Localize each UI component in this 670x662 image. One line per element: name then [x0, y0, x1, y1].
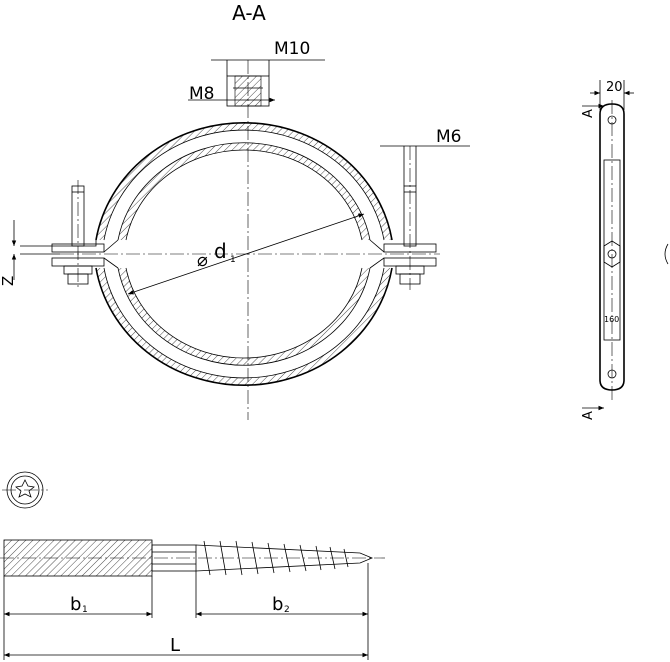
screw-shank — [151, 544, 197, 572]
m6-callout: M6 — [380, 127, 470, 186]
clamp-section-view: A-A — [0, 1, 470, 420]
right-bolt — [395, 146, 425, 290]
thread-m6-label: M6 — [436, 127, 461, 147]
torx-drive-icon — [2, 471, 48, 509]
stamp-marking: 160 — [604, 315, 619, 324]
hex-nut — [603, 240, 621, 268]
width-dimension: 20 — [590, 80, 634, 110]
m10-callout: M10 — [211, 39, 325, 76]
diameter-symbol: ⌀ — [197, 250, 208, 271]
length-label: L — [170, 635, 180, 656]
section-title: A-A — [232, 1, 266, 25]
length-dimension: L — [4, 635, 368, 658]
band-outline — [599, 103, 625, 391]
cut-marker-top: A — [581, 109, 596, 118]
thread-m10-label: M10 — [274, 39, 310, 59]
top-threaded-nut — [226, 60, 270, 420]
b2-label: b — [272, 594, 283, 615]
b1-label: b — [70, 594, 81, 615]
clamp-upper-band — [95, 121, 393, 241]
diameter-letter: d — [214, 239, 227, 263]
width-label: 20 — [606, 80, 623, 95]
bottom-bolt-hole — [607, 369, 617, 379]
m8-callout: M8 — [188, 84, 275, 104]
gap-label: Z — [0, 276, 17, 286]
diameter-subscript: 1 — [230, 255, 236, 265]
hanger-bolt-drawing: b 1 b 2 L — [0, 471, 385, 660]
clamp-side-view: 20 A A 160 — [581, 80, 669, 420]
cut-marker-bottom: A — [581, 411, 596, 420]
top-bolt-hole — [607, 115, 617, 125]
thread-m8-label: M8 — [189, 84, 214, 104]
left-bolt — [63, 180, 93, 290]
b1-dimension: b 1 — [4, 594, 152, 617]
gap-dimension: Z — [0, 220, 17, 286]
clamp-lower-band — [95, 267, 393, 387]
b2-dimension: b 2 — [196, 594, 368, 617]
b1-subscript: 1 — [82, 605, 88, 615]
diameter-dimension: ⌀ d 1 — [127, 213, 365, 295]
b2-subscript: 2 — [284, 605, 290, 615]
